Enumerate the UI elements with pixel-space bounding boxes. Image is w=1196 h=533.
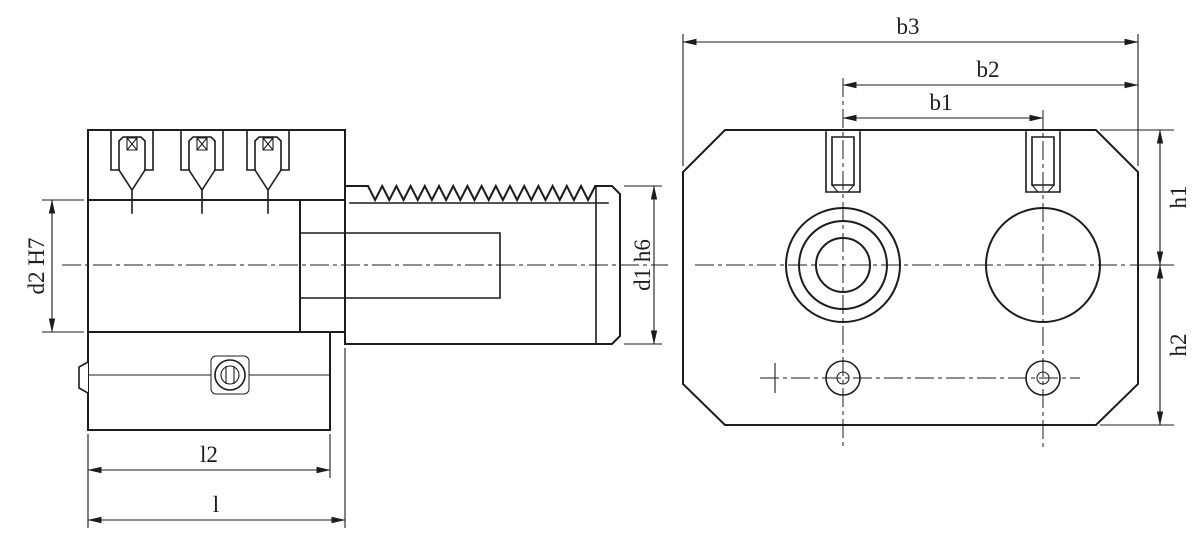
locking-screw-slot xyxy=(225,366,235,384)
shank-outline xyxy=(344,183,621,345)
dim-label-h2: h2 xyxy=(1166,334,1191,357)
dimension-b1: b1 xyxy=(842,90,1044,122)
dim-label-b3: b3 xyxy=(897,14,920,39)
front-outline xyxy=(682,129,1139,426)
side-set-screw xyxy=(78,360,90,395)
front-view: b3 b2 b1 h1 h2 xyxy=(682,14,1191,448)
dim-label-b2: b2 xyxy=(977,57,1000,82)
front-center-lines xyxy=(695,78,1128,448)
locking-screw-socket xyxy=(220,365,240,385)
dim-label-d2: d2 H7 xyxy=(24,238,49,295)
dim-label-l: l xyxy=(213,492,219,517)
dimension-l: l xyxy=(87,348,346,528)
dim-label-b1: b1 xyxy=(930,90,953,115)
locking-screw-seat xyxy=(210,355,250,395)
dimension-h2: h2 xyxy=(1156,264,1191,426)
base-block-details xyxy=(78,355,330,395)
dim-label-h1: h1 xyxy=(1166,186,1191,209)
body-outline xyxy=(87,129,346,431)
dimension-l2: l2 xyxy=(87,434,331,528)
dim-label-l2: l2 xyxy=(200,442,218,467)
side-view: d2 H7 d1 h6 l2 l xyxy=(24,129,668,528)
dimension-d2: d2 H7 xyxy=(24,199,84,333)
dim-label-d1: d1 h6 xyxy=(630,239,655,291)
dimension-d1: d1 h6 xyxy=(624,185,662,345)
dimension-b2: b2 xyxy=(842,57,1139,89)
dimension-b3: b3 xyxy=(682,14,1139,166)
locking-screw-head xyxy=(214,359,246,391)
